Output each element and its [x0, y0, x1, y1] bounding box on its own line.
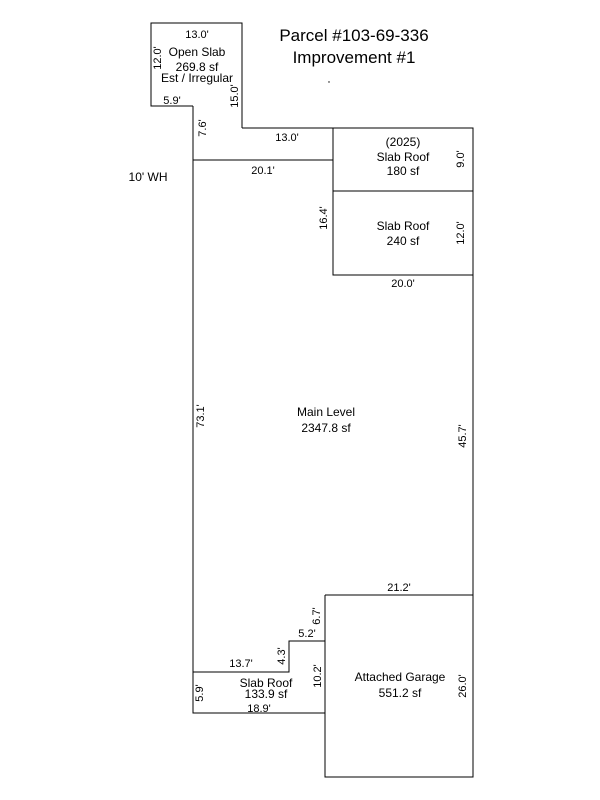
- dim-notch-left: 7.6': [197, 119, 209, 136]
- dim-slab-bottom: 20.0': [391, 278, 415, 290]
- lower-slab-step: [193, 640, 325, 673]
- marker-dot: [328, 81, 330, 83]
- slab-roof-2025-name: Slab Roof: [377, 150, 430, 164]
- parcel-title: Parcel #103-69-336: [279, 26, 429, 45]
- main-top-right-wall: [242, 127, 474, 595]
- slab-roof-left-wall: [332, 128, 473, 276]
- garage-outline: [324, 594, 474, 778]
- dim-step-top: 5.2': [298, 628, 315, 640]
- dim-step-lower: 10.2': [312, 664, 324, 688]
- slab-roof-2025-size: 180 sf: [387, 164, 420, 178]
- dim-main-top: 20.1': [251, 165, 275, 177]
- slab-roof-low-size: 133.9 sf: [245, 687, 288, 701]
- dim-upper-top: 13.0': [275, 132, 299, 144]
- open-slab-outline: [150, 22, 243, 128]
- slab-roof-mid-size: 240 sf: [387, 234, 420, 248]
- dim-slab-right: 12.0': [455, 221, 467, 245]
- open-slab-name: Open Slab: [169, 45, 226, 59]
- slab-roof-2025-year: (2025): [386, 135, 421, 149]
- water-heater-note: 10' WH: [129, 170, 168, 184]
- dim-step-mid: 4.3': [276, 647, 288, 664]
- garage-name: Attached Garage: [355, 670, 446, 684]
- dim-slab-left: 16.4': [318, 206, 330, 230]
- dim-open-right: 15.0': [229, 84, 241, 108]
- dim-open-bottom: 5.9': [163, 95, 180, 107]
- dim-main-right: 45.7': [457, 424, 469, 448]
- dim-low-top: 13.7': [229, 658, 253, 670]
- dim-low-left: 5.9': [194, 684, 206, 701]
- dim-open-top: 13.0': [185, 29, 209, 41]
- dim-main-left: 73.1': [195, 404, 207, 428]
- dim-step-upper: 6.7': [311, 607, 323, 624]
- garage-size: 551.2 sf: [379, 686, 422, 700]
- dim-open-left: 12.0': [152, 46, 164, 70]
- dim-garage-right: 26.0': [457, 674, 469, 698]
- slab-roof-mid-name: Slab Roof: [377, 219, 430, 233]
- slab-roof-low-name: Slab Roof: [240, 676, 293, 690]
- sketch-lines: [150, 22, 474, 778]
- dim-upper-right: 9.0': [455, 150, 467, 167]
- dim-low-bottom: 18.9': [247, 703, 271, 715]
- main-level-size: 2347.8 sf: [301, 421, 351, 435]
- open-slab-size: 269.8 sf: [176, 60, 219, 74]
- main-level-name: Main Level: [297, 405, 355, 419]
- main-left-wall: [192, 106, 325, 714]
- improvement-title: Improvement #1: [292, 48, 416, 67]
- dim-garage-top: 21.2': [387, 582, 411, 594]
- open-slab-note: Est / Irregular: [161, 71, 233, 85]
